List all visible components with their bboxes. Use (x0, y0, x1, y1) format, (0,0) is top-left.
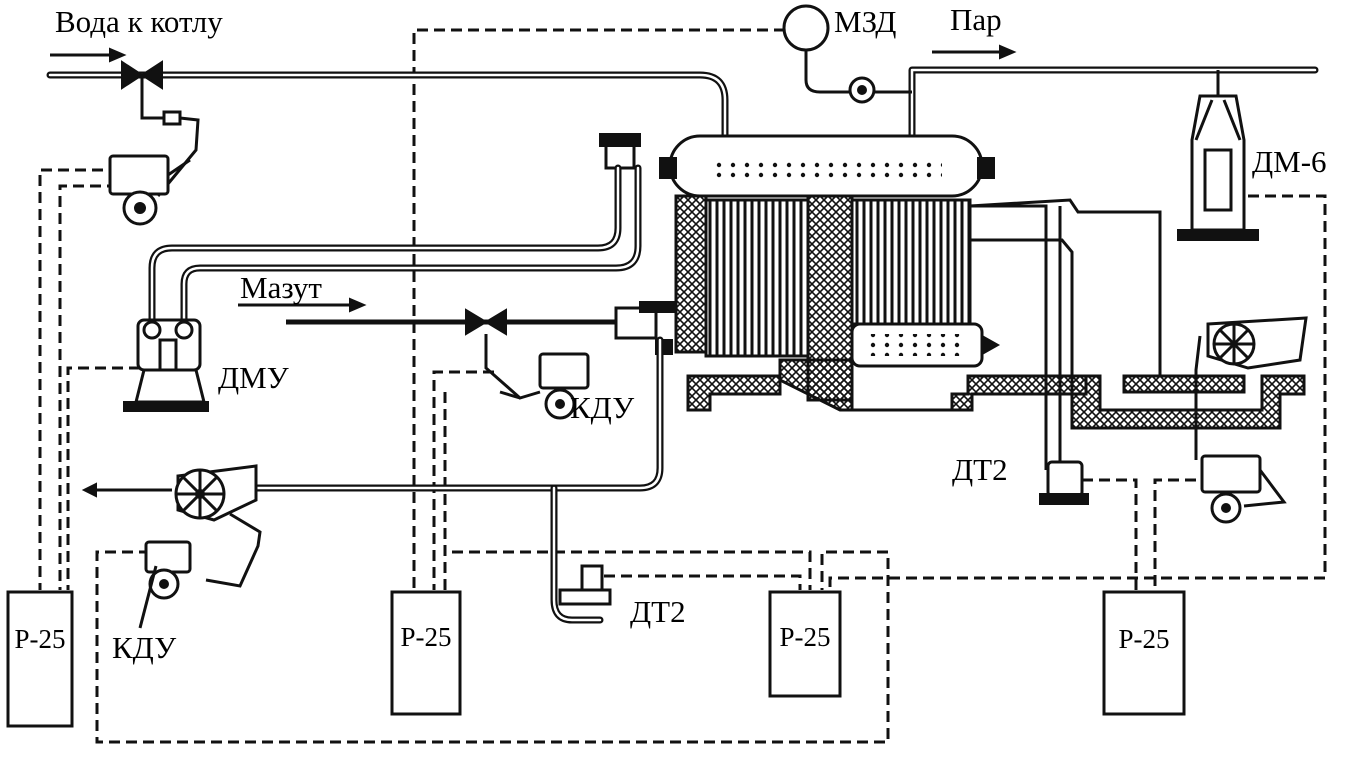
exhauster-kdu-actuator-icon (1200, 454, 1287, 524)
dt2-lower-label: ДТ2 (630, 594, 686, 629)
dt2-right-icon (1039, 460, 1089, 505)
signal-lines (38, 28, 1327, 744)
water-kdu-actuator-icon (108, 116, 200, 226)
feed-water-line (46, 47, 729, 226)
smoke-exhauster-icon (1194, 316, 1308, 460)
fuel-oil-line (238, 297, 677, 420)
kdu-fan-label: КДУ (112, 630, 176, 665)
dmu-manometer-icon (123, 318, 209, 412)
regulator-1-label: Р-25 (14, 624, 65, 654)
mzd-gauge-icon (782, 4, 830, 52)
dt2-right-label: ДТ2 (952, 452, 1008, 487)
kdu-fuel-label: КДУ (570, 390, 634, 425)
boiler-drum (659, 134, 995, 198)
dm6-label: ДМ-6 (1252, 144, 1327, 179)
regulator-4: Р-25 (1102, 590, 1186, 716)
kdu-fan-leader (138, 565, 158, 629)
dmu-label: ДМУ (218, 360, 289, 395)
fuel-kdu-actuator-icon (538, 352, 590, 420)
steam-label: Пар (950, 2, 1002, 37)
dm6-manometer-icon (1177, 70, 1259, 241)
dt2-lower-icon (550, 484, 612, 624)
regulator-3-label: Р-25 (779, 622, 830, 652)
fuel-valve-icon (465, 308, 541, 400)
burner-icon (614, 301, 677, 355)
regulator-1: Р-25 (6, 590, 74, 728)
regulator-2: Р-25 (390, 590, 462, 716)
feed-valve-icon (121, 60, 182, 126)
mzd-label: МЗД (834, 4, 896, 39)
water-to-boiler-label: Вода к котлу (55, 4, 223, 39)
fuel-oil-label: Мазут (240, 270, 322, 305)
air-line (81, 336, 664, 600)
fan-kdu-actuator-icon (144, 540, 192, 600)
blower-fan-icon (174, 464, 258, 522)
boiler (599, 133, 1306, 470)
dmu-line (123, 164, 642, 412)
regulator-2-label: Р-25 (400, 622, 451, 652)
regulator-3: Р-25 (768, 590, 842, 698)
steam-line (782, 4, 1319, 144)
regulator-4-label: Р-25 (1118, 624, 1169, 654)
